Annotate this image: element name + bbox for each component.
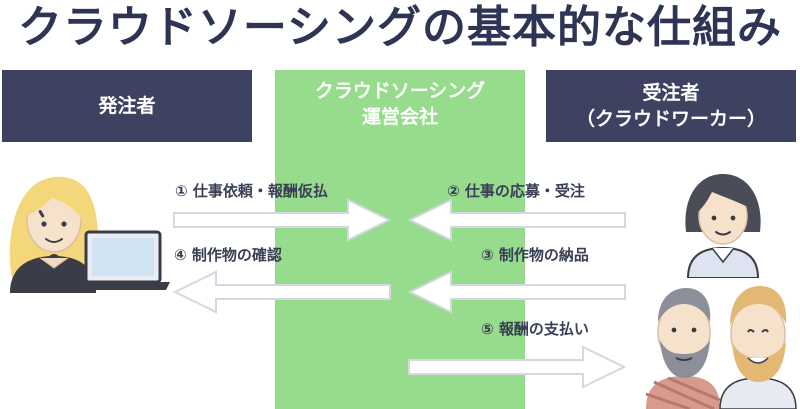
step-2-arrow-left-icon <box>407 198 626 242</box>
step-4-arrow-left-icon <box>172 270 391 314</box>
worker-label: 受注者 （クラウドワーカー） <box>575 82 766 130</box>
step-1-label: ① 仕事依頼・報酬仮払 <box>175 182 328 200</box>
woman-with-laptop-icon <box>9 176 170 293</box>
worker-band: 受注者 （クラウドワーカー） <box>546 70 796 142</box>
client-band: 発注者 <box>2 70 252 142</box>
platform-column <box>275 70 525 409</box>
step-2-label: ② 仕事の応募・受注 <box>447 182 585 200</box>
woman-avatar-icon <box>685 174 761 278</box>
step-5-label: ⑤ 報酬の支払い <box>481 320 589 338</box>
step-3-label: ③ 制作物の納品 <box>481 246 589 264</box>
page-title: クラウドソーシングの基本的な仕組み <box>17 2 783 53</box>
platform-label: クラウドソーシング 運営会社 <box>314 80 486 128</box>
step-5-arrow-right-icon <box>408 345 627 389</box>
step-4-label: ④ 制作物の確認 <box>174 246 282 264</box>
client-label: 発注者 <box>98 95 156 117</box>
step-3-arrow-left-icon <box>407 270 626 314</box>
two-bearded-men-icon <box>645 286 797 409</box>
step-1-arrow-right-icon <box>173 198 392 242</box>
